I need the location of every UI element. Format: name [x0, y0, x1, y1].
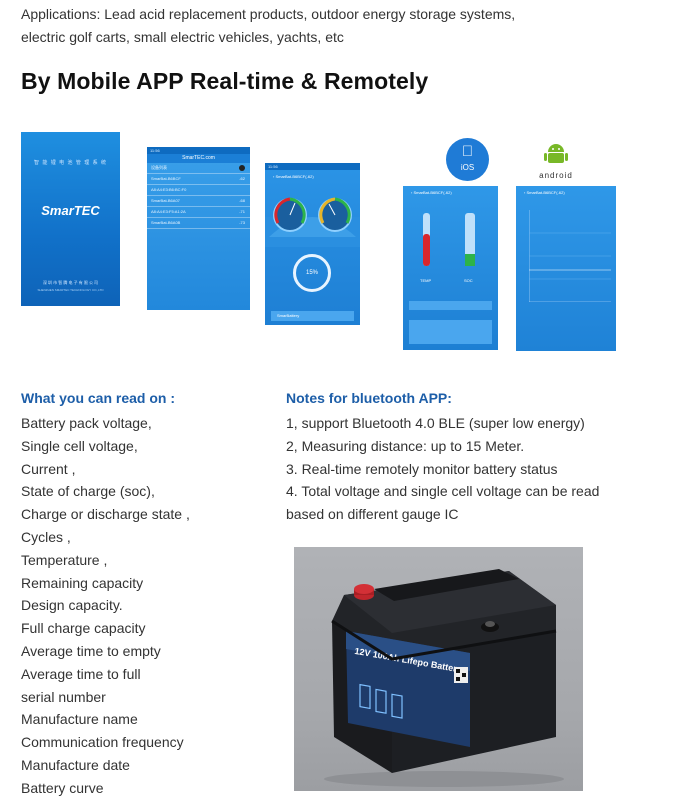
list-item: Full charge capacity: [21, 620, 146, 637]
soc-ring: 15%: [293, 254, 331, 292]
list-item: SmarBat-B6A07-68: [147, 196, 250, 207]
splash-company: 深 圳 市 智 腾 电 子 有 限 公 司: [42, 280, 99, 285]
app-screenshot-curve: ‹ SmarBat-B6BCF(-62): [516, 186, 616, 351]
android-label: android: [539, 171, 573, 180]
splash-tagline: 智 能 锂 电 池 管 理 系 统: [33, 160, 108, 166]
soc-tube: [465, 213, 475, 266]
battery-illustration: 12V 100Ah Lifepo Battery: [324, 569, 564, 787]
list-item: Manufacture date: [21, 756, 130, 773]
app-screenshot-splash: 智 能 锂 电 池 管 理 系 统 SmarTEC 深 圳 市 智 腾 电 子 …: [21, 132, 120, 306]
applications-line-1: Applications: Lead acid replacement prod…: [21, 6, 516, 22]
info-bar: [409, 301, 492, 310]
list-item: Average time to full: [21, 665, 141, 682]
list-item: A8:A4:E3:B6:BC:F0: [147, 185, 250, 196]
app-screenshot-device-list: 11:56 SmarTEC.com 设备列表 SmarBat-B6BCF-62 …: [147, 147, 250, 310]
loading-dot-icon: [239, 165, 245, 171]
applications-line-2: electric golf carts, small electric vehi…: [21, 29, 344, 45]
list-item: 1, support Bluetooth 4.0 BLE (super low …: [286, 415, 585, 431]
soc-label: SOC: [464, 278, 473, 283]
battery-curve-plot: [529, 210, 611, 302]
list-item: based on different gauge IC: [286, 506, 459, 523]
list-item: State of charge (soc),: [21, 483, 155, 500]
list-item: SmarBat-B6BCF-62: [147, 174, 250, 185]
app-screenshot-thermometer: ‹ SmarBat-B6BCF(-62) TEMP SOC: [403, 186, 498, 350]
list-item: Average time to empty: [21, 642, 161, 659]
ios-badge:  iOS: [446, 138, 489, 181]
applications-text: Applications: Lead acid replacement prod…: [21, 3, 661, 49]
splash-logo: SmarTEC: [41, 203, 100, 218]
list-item: A8:A4:E3:F5:A1:2A-71: [147, 207, 250, 218]
app-screenshot-gauges: 11:56 ‹ SmarBat-B6BCF(-62) 15% SmarBatte…: [265, 163, 360, 325]
list-item: 设备列表: [147, 163, 250, 174]
list-item: 4. Total voltage and single cell voltage…: [286, 483, 600, 500]
section-heading: By Mobile APP Real-time & Remotely: [21, 68, 429, 94]
list-item: Temperature ,: [21, 551, 108, 568]
list-item: Design capacity.: [21, 597, 123, 614]
apple-icon: : [446, 138, 489, 163]
list-item: Battery curve: [21, 779, 104, 796]
list-item: serial number: [21, 688, 106, 705]
read-on-list: Battery pack voltage, Single cell voltag…: [21, 412, 190, 800]
ios-label: iOS: [446, 163, 489, 173]
notes-list: 1, support Bluetooth 4.0 BLE (super low …: [286, 412, 606, 526]
list-item: Manufacture name: [21, 711, 138, 728]
list-item: Single cell voltage,: [21, 437, 138, 454]
info-panel: [409, 320, 492, 344]
android-badge: android: [525, 142, 587, 180]
dashboard-gauges: [265, 197, 360, 247]
list-item: Communication frequency: [21, 734, 184, 751]
curve-header: ‹ SmarBat-B6BCF(-62): [524, 190, 565, 195]
temperature-tube: [423, 213, 430, 266]
list-item: 3. Real-time remotely monitor battery st…: [286, 460, 558, 477]
list-item: Cycles ,: [21, 528, 71, 545]
read-on-title: What you can read on :: [21, 390, 176, 406]
status-bar: 11:56: [147, 147, 250, 154]
temp-label: TEMP: [420, 278, 432, 283]
list-item: 2, Measuring distance: up to 15 Meter.: [286, 437, 525, 454]
list-item: Current ,: [21, 460, 76, 477]
list-item: SmarBat-B6A0B-73: [147, 218, 250, 229]
therm-header: ‹ SmarBat-B6BCF(-62): [411, 190, 452, 195]
android-robot-icon: [544, 144, 568, 163]
status-bar: 11:56: [265, 163, 360, 170]
list-item: Remaining capacity: [21, 574, 144, 591]
splash-company-en: SHENZHEN SMARTEC TECHNOLOGY CO.,LTD: [37, 288, 104, 292]
battery-product-photo: 12V 100Ah Lifepo Battery: [294, 547, 583, 791]
list-item: Charge or discharge state ,: [21, 506, 190, 523]
gauge-header: ‹ SmarBat-B6BCF(-62): [273, 174, 314, 179]
gauge-bottom-bar: SmarBattery: [271, 311, 354, 321]
list-item: Battery pack voltage,: [21, 415, 152, 431]
list-title: SmarTEC.com: [147, 154, 250, 163]
notes-title: Notes for bluetooth APP:: [286, 390, 452, 406]
